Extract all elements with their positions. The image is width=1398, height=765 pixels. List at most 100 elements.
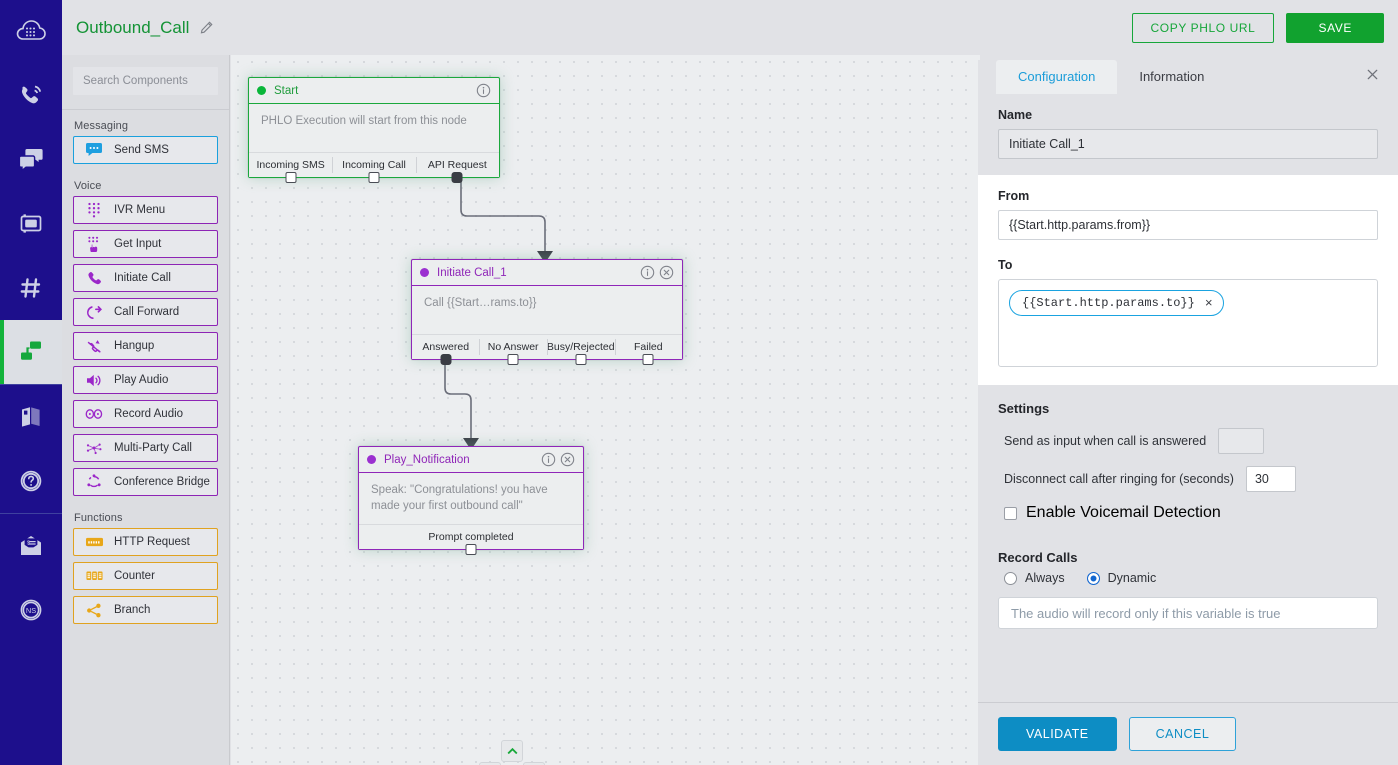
copy-phlo-url-button[interactable]: COPY PHLO URL xyxy=(1131,12,1275,43)
search-input[interactable] xyxy=(73,67,218,95)
send-as-input-field[interactable] xyxy=(1218,428,1265,454)
port-label: Incoming Call xyxy=(342,159,406,171)
port-label: No Answer xyxy=(487,341,539,353)
node-close-icon[interactable] xyxy=(659,265,674,280)
cancel-button[interactable]: CANCEL xyxy=(1128,717,1237,751)
component-get-input[interactable]: Get Input xyxy=(73,230,218,258)
pan-up-button[interactable] xyxy=(501,740,523,762)
to-chip-box[interactable]: {{Start.http.params.to}} × xyxy=(998,279,1378,367)
port-handle-api-request[interactable] xyxy=(451,172,463,183)
component-ivr-menu[interactable]: IVR Menu xyxy=(73,196,218,224)
rail-item-docs[interactable] xyxy=(0,385,62,449)
node-close-icon[interactable] xyxy=(560,452,575,467)
node-port-column[interactable]: No Answer xyxy=(479,335,546,365)
component-http-request[interactable]: HTTP Request xyxy=(73,528,218,556)
tab-information[interactable]: Information xyxy=(1139,69,1205,84)
node-info-icon[interactable] xyxy=(640,265,655,280)
rail-item-help[interactable] xyxy=(0,449,62,513)
port-handle-incoming-call[interactable] xyxy=(368,172,380,183)
radio-dynamic[interactable]: Dynamic xyxy=(1086,571,1156,585)
rail-item-sip[interactable]: SIP xyxy=(0,192,62,256)
validate-button[interactable]: VALIDATE xyxy=(998,717,1117,751)
port-handle-answered[interactable] xyxy=(440,354,452,365)
radio-always-control[interactable] xyxy=(1004,571,1017,585)
from-input[interactable] xyxy=(998,210,1378,240)
port-handle-prompt-completed[interactable] xyxy=(465,544,477,556)
rail-item-numbers[interactable] xyxy=(0,256,62,320)
rail-item-messaging[interactable] xyxy=(0,128,62,192)
disconnect-seconds-input[interactable] xyxy=(1245,466,1296,492)
node-info-icon[interactable] xyxy=(541,452,556,467)
arrowhead-play-notification xyxy=(463,438,479,450)
sidebar-group-title-functions: Functions xyxy=(74,512,123,524)
to-chip[interactable]: {{Start.http.params.to}} × xyxy=(1009,290,1224,316)
port-handle-busy-rejected[interactable] xyxy=(575,354,587,365)
tab-configuration[interactable]: Configuration xyxy=(996,60,1118,94)
node-header[interactable]: Play_Notification xyxy=(359,447,583,473)
save-button[interactable]: SAVE xyxy=(1286,12,1384,43)
pan-left-button[interactable] xyxy=(479,762,501,765)
node-info-icon[interactable] xyxy=(476,83,491,98)
port-label: Prompt completed xyxy=(428,531,514,544)
voicemail-checkbox[interactable] xyxy=(1004,506,1017,520)
voicemail-row[interactable]: Enable Voicemail Detection xyxy=(998,504,1378,522)
from-label: From xyxy=(998,189,1030,203)
pan-right-button[interactable] xyxy=(523,762,545,765)
component-label: Call Forward xyxy=(114,306,180,318)
node-port-column[interactable]: Incoming Call xyxy=(332,153,415,183)
to-chip-remove-icon[interactable]: × xyxy=(1204,295,1213,311)
node-title: Play_Notification xyxy=(384,453,470,466)
component-hangup[interactable]: Hangup xyxy=(73,332,218,360)
component-branch[interactable]: Branch xyxy=(73,596,218,624)
dynamic-variable-input[interactable] xyxy=(998,597,1378,629)
component-call-forward[interactable]: Call Forward xyxy=(73,298,218,326)
node-port-column[interactable]: Answered xyxy=(412,335,479,365)
port-handle-no-answer[interactable] xyxy=(507,354,519,365)
node-port-column[interactable]: Failed xyxy=(614,335,682,365)
node-port-column[interactable]: Busy/Rejected xyxy=(546,335,615,365)
port-handle-incoming-sms[interactable] xyxy=(285,172,297,183)
rail-item-cloud[interactable] xyxy=(0,0,62,64)
panel-tabs: Configuration Information xyxy=(978,60,1398,94)
sip-icon: SIP xyxy=(17,211,45,237)
component-conference-bridge[interactable]: Conference Bridge xyxy=(73,468,218,496)
pencil-icon[interactable] xyxy=(199,20,214,35)
node-header[interactable]: Initiate Call_1 xyxy=(412,260,682,286)
rail-item-ns[interactable]: NS xyxy=(0,578,62,642)
port-handle-failed[interactable] xyxy=(642,354,654,365)
component-label: IVR Menu xyxy=(114,204,166,216)
name-input[interactable] xyxy=(998,129,1378,159)
node-title: Start xyxy=(274,84,299,97)
send-as-input-label: Send as input when call is answered xyxy=(1004,434,1207,448)
node-port-column[interactable]: API Request xyxy=(415,153,499,183)
component-label: Send SMS xyxy=(114,144,169,156)
radio-dynamic-control[interactable] xyxy=(1086,571,1100,585)
node-description: Speak: "Congratulations! you have made y… xyxy=(371,484,548,512)
conference-bridge-icon xyxy=(74,474,114,490)
rail-item-billing[interactable]: $ xyxy=(0,514,62,578)
port-label: Busy/Rejected xyxy=(546,341,615,353)
close-icon[interactable] xyxy=(1365,67,1380,85)
phone-signal-icon xyxy=(17,82,45,110)
rail-item-phlo[interactable] xyxy=(0,320,62,384)
rail-item-voice[interactable] xyxy=(0,64,62,128)
node-port-column[interactable]: Incoming SMS xyxy=(249,153,332,183)
svg-text:$: $ xyxy=(27,540,30,546)
component-send-sms[interactable]: Send SMS xyxy=(73,136,218,164)
component-play-audio[interactable]: Play Audio xyxy=(73,366,218,394)
component-record-audio[interactable]: Record Audio xyxy=(73,400,218,428)
component-multi-party-call[interactable]: Multi-Party Call xyxy=(73,434,218,462)
node-port-column[interactable]: Prompt completed xyxy=(359,525,583,556)
component-initiate-call[interactable]: Initiate Call xyxy=(73,264,218,292)
radio-always[interactable]: Always xyxy=(1004,571,1065,585)
arrowhead-initiate-call xyxy=(537,251,553,263)
component-counter[interactable]: Counter xyxy=(73,562,218,590)
node-header[interactable]: Start xyxy=(249,78,499,104)
